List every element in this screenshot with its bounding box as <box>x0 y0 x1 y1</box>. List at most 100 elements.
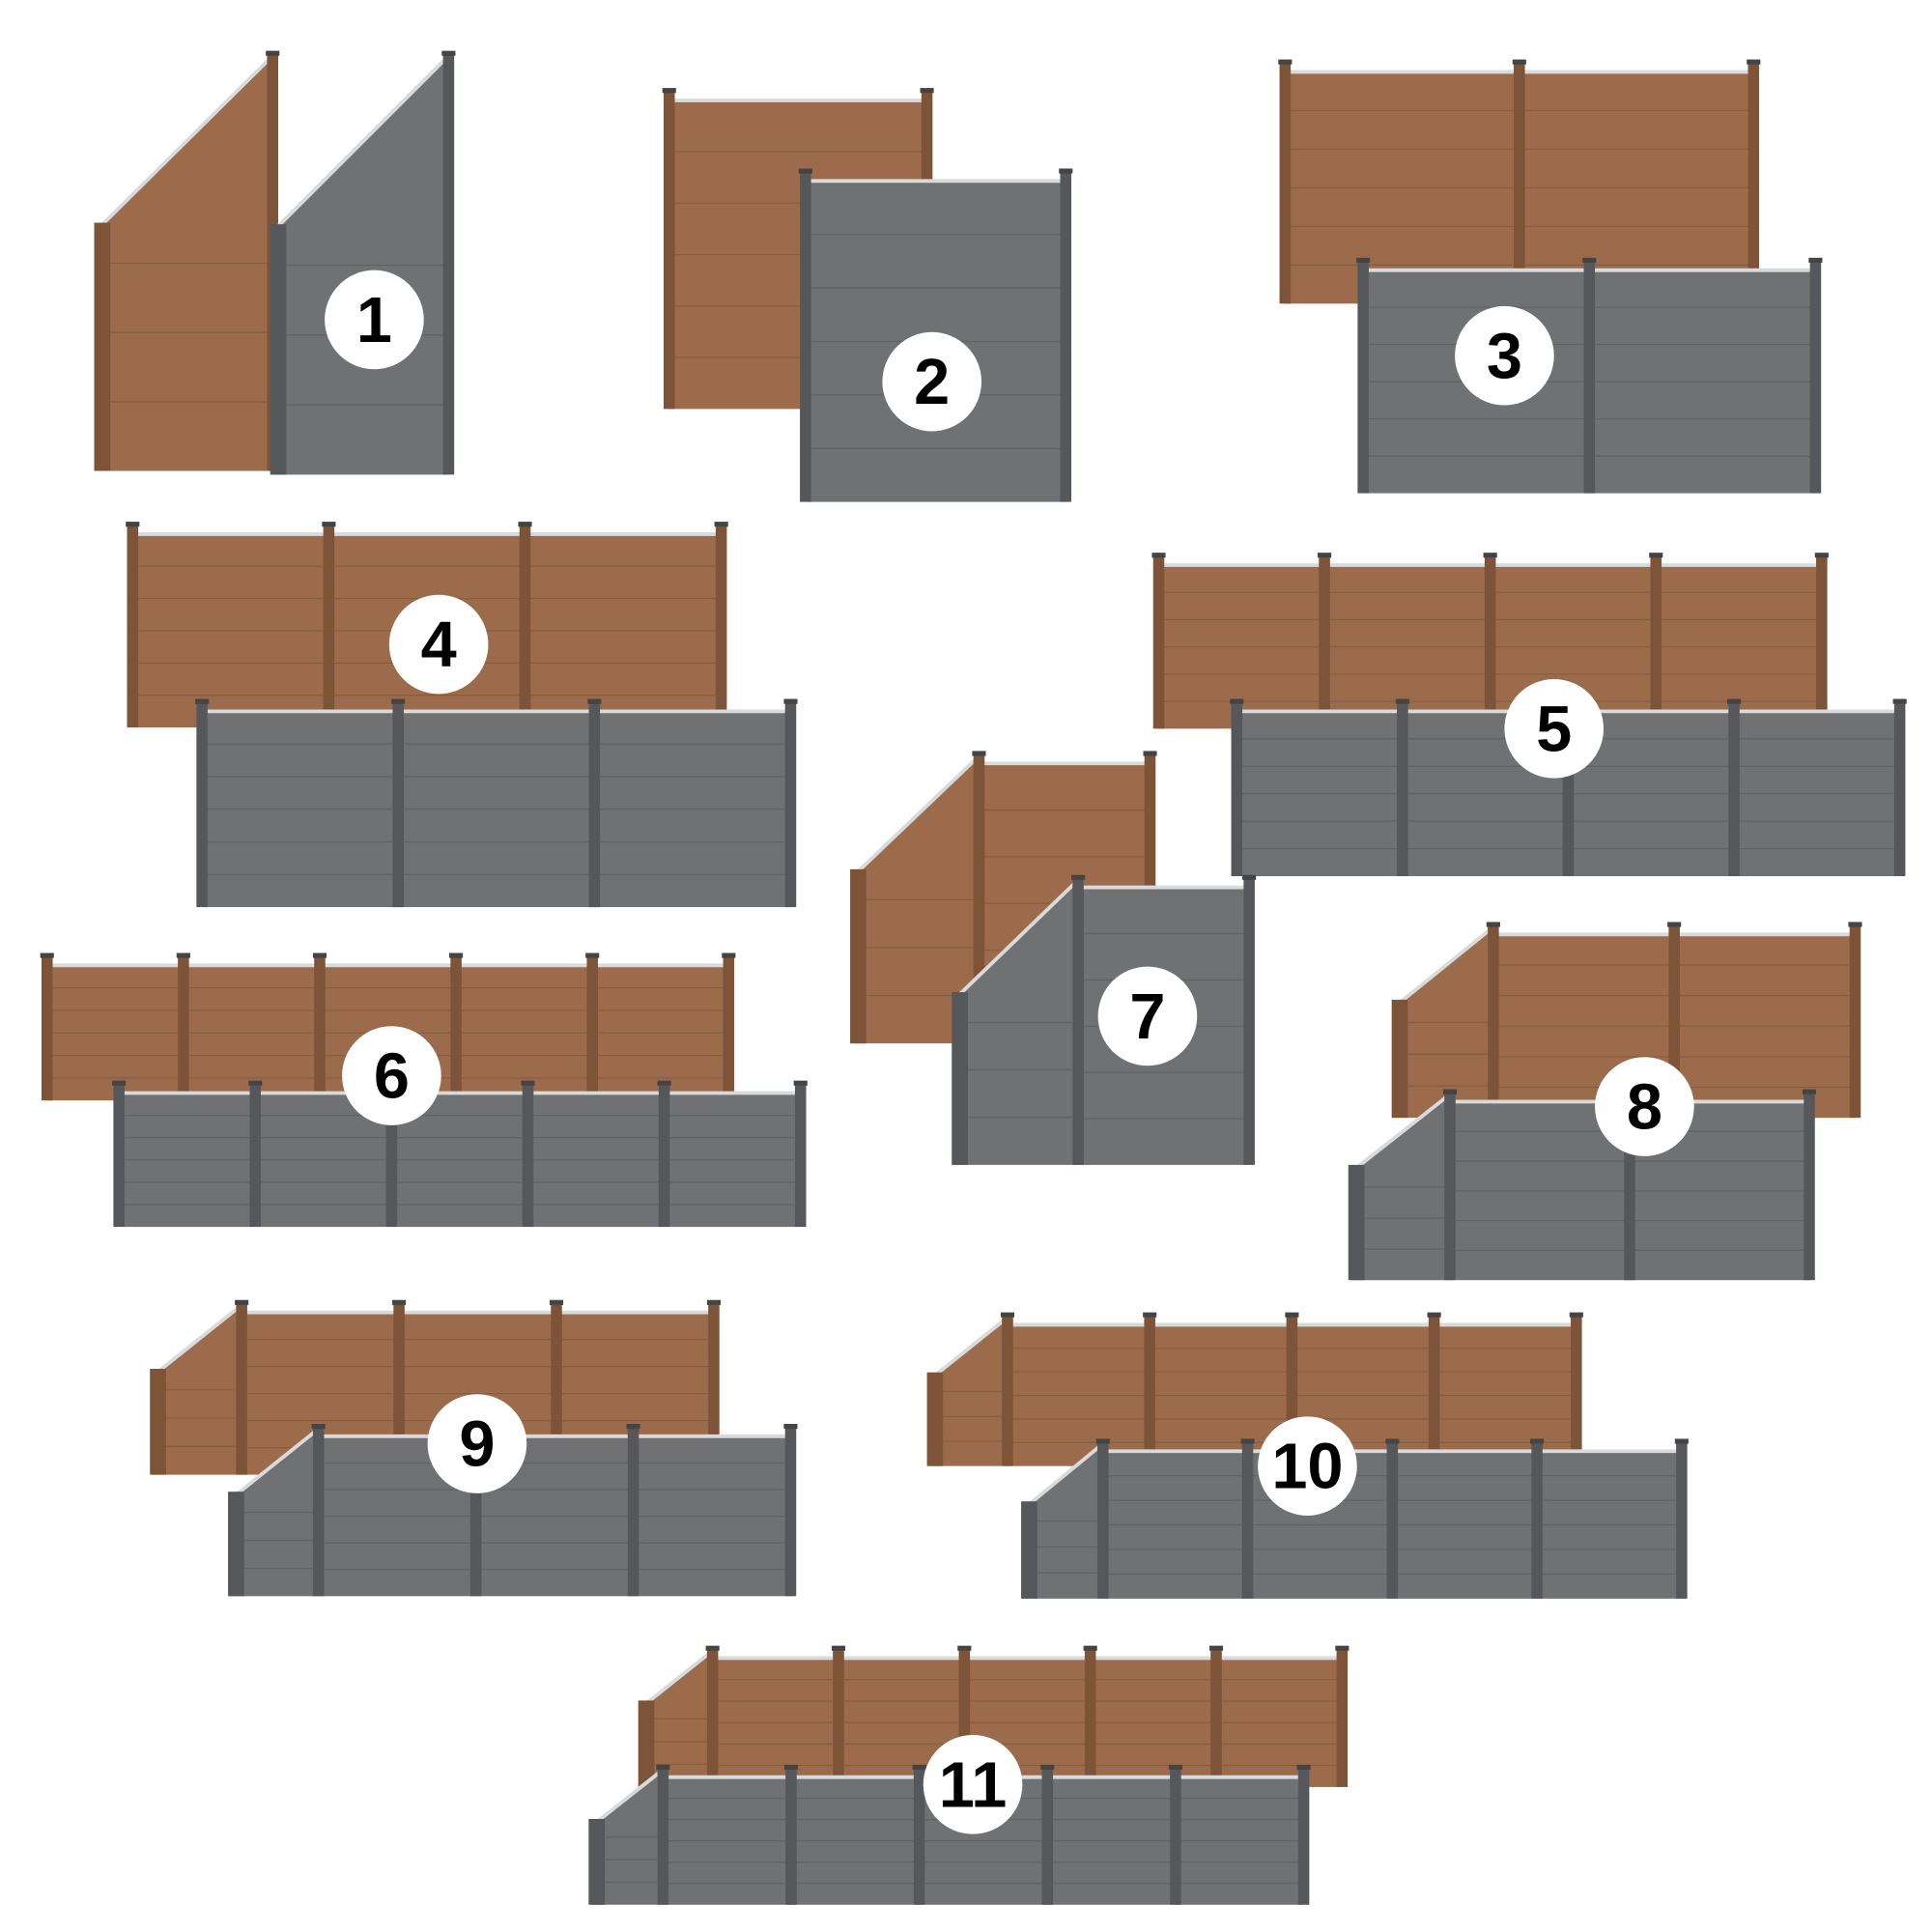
fence-configuration-5: 5 <box>1151 553 1907 876</box>
fence-post <box>850 868 867 1044</box>
fence-panel <box>1216 1658 1343 1787</box>
slanted-panel <box>590 1769 664 1905</box>
fence-post <box>1348 1164 1365 1281</box>
brown-fence <box>40 952 736 1101</box>
post-cap <box>714 522 728 527</box>
fence-post <box>1747 62 1760 304</box>
fence-configuration-9: 9 <box>150 1299 798 1597</box>
post-cap <box>1530 1438 1545 1444</box>
fence-configuration-6: 6 <box>40 952 808 1228</box>
number-badge: 6 <box>342 1026 441 1125</box>
post-cap <box>912 1764 926 1770</box>
post-cap <box>1318 553 1332 558</box>
post-cap <box>441 50 456 56</box>
fence-post <box>1397 701 1408 876</box>
fence-panel <box>594 711 791 908</box>
post-cap <box>1747 59 1761 65</box>
post-cap <box>1335 1645 1350 1651</box>
fence-post <box>723 955 735 1101</box>
fence-post <box>1021 1501 1037 1599</box>
panel-cap <box>927 1316 1009 1381</box>
fence-panel <box>1519 71 1754 304</box>
fence-post <box>658 1083 670 1228</box>
slanted-panel <box>272 55 449 475</box>
badge-circle <box>388 594 489 695</box>
post-cap <box>1442 1089 1458 1094</box>
post-cap <box>1059 168 1073 174</box>
post-cap <box>1242 874 1257 880</box>
fence-panel <box>1392 1451 1538 1599</box>
panel-cap <box>639 1649 714 1710</box>
brown-fence <box>926 1312 1583 1466</box>
slanted-panel <box>1350 1094 1450 1281</box>
fence-post <box>638 1700 655 1787</box>
post-cap <box>1208 1645 1224 1651</box>
fence-panel <box>712 1658 838 1787</box>
fence-post <box>1243 877 1255 1165</box>
post-cap <box>248 1080 263 1086</box>
fence-post <box>1428 1315 1440 1466</box>
grey-fence <box>1230 698 1907 876</box>
fence-post <box>1583 260 1596 494</box>
grey-fence <box>195 698 798 908</box>
badge-number: 9 <box>459 1409 495 1481</box>
post-cap <box>1395 698 1409 704</box>
fence-post <box>519 524 531 728</box>
post-cap <box>783 1764 799 1770</box>
fence-post <box>228 1492 244 1597</box>
post-cap <box>449 952 464 958</box>
fence-post <box>1386 1440 1399 1599</box>
post-cap <box>1095 1438 1110 1444</box>
fence-panel <box>1047 1776 1176 1905</box>
post-cap <box>518 522 532 527</box>
fence-panel <box>1449 1101 1630 1281</box>
badge-circle <box>1097 966 1198 1066</box>
fence-post <box>708 1302 720 1475</box>
fence-panel <box>1236 711 1403 876</box>
post-cap <box>1649 553 1663 558</box>
post-cap <box>705 1645 720 1651</box>
fence-panel <box>1734 711 1900 876</box>
fence-panel <box>1537 1451 1682 1599</box>
grey-fence <box>1021 1438 1689 1599</box>
post-cap <box>1385 1438 1400 1444</box>
fence-post <box>913 1767 925 1905</box>
badge-circle <box>1455 305 1554 406</box>
fence-post <box>1072 877 1084 1165</box>
post-cap <box>783 1424 798 1430</box>
fence-configuration-4: 4 <box>126 522 798 908</box>
panel-cap <box>229 1427 320 1501</box>
post-cap <box>1151 553 1166 558</box>
fence-post <box>113 1083 125 1228</box>
fence-post <box>1231 701 1243 876</box>
post-cap <box>1512 59 1526 65</box>
grey-fence <box>1348 1089 1817 1281</box>
fence-post <box>1144 1315 1155 1466</box>
badge-number: 8 <box>1627 1072 1662 1144</box>
fence-post <box>1728 701 1740 876</box>
fence-post <box>385 1083 398 1228</box>
badge-number: 5 <box>1536 694 1572 765</box>
fence-post <box>1531 1440 1543 1599</box>
fence-post <box>1084 1648 1096 1787</box>
post-cap <box>1278 59 1293 65</box>
post-cap <box>1285 1312 1299 1318</box>
fence-panel <box>592 965 729 1101</box>
fence-panel <box>1285 71 1520 304</box>
post-cap <box>1230 698 1244 704</box>
number-badge: 8 <box>1595 1057 1694 1156</box>
fence-post <box>588 701 601 908</box>
post-cap <box>1892 698 1907 704</box>
post-cap <box>266 50 280 56</box>
badge-circle <box>1595 1057 1694 1156</box>
fence-post <box>1170 1767 1181 1905</box>
fence-configuration-3: 3 <box>1278 59 1823 494</box>
badge-number: 10 <box>1271 1432 1343 1503</box>
badge-circle <box>1258 1416 1357 1516</box>
panel-cap <box>1393 925 1495 1009</box>
number-badge: 5 <box>1504 679 1605 779</box>
fence-post <box>1444 1092 1456 1281</box>
fence-panel <box>132 533 329 728</box>
post-cap <box>40 952 54 958</box>
